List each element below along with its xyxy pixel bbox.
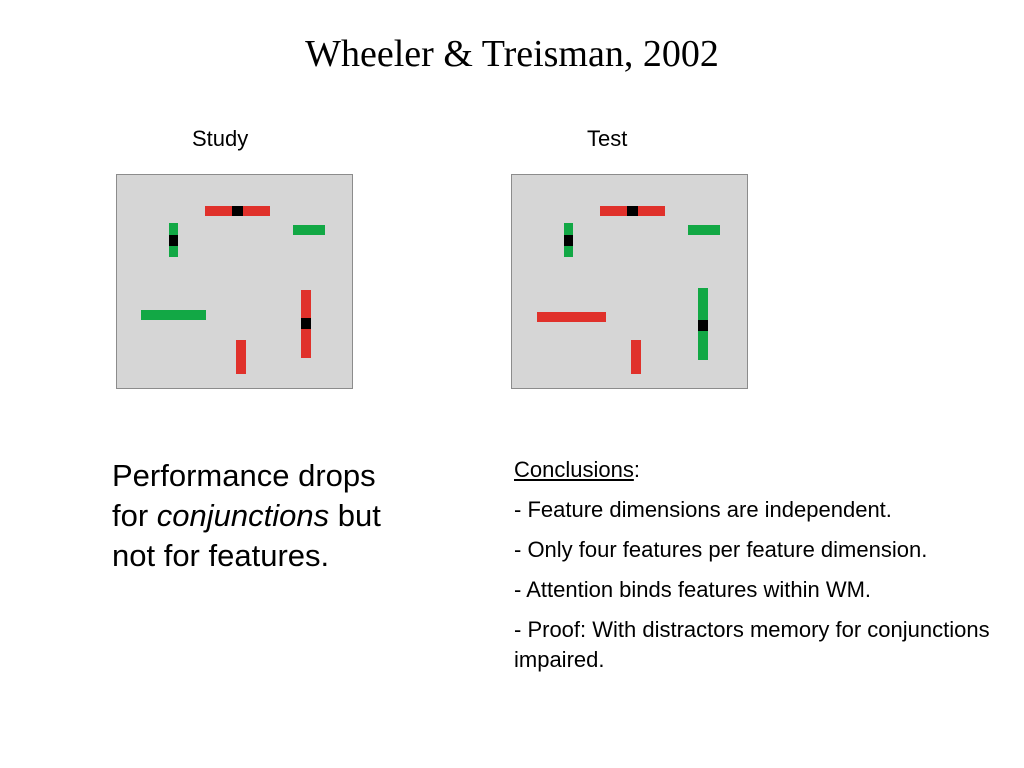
black-junction <box>627 206 638 216</box>
black-junction <box>698 320 708 331</box>
red-horizontal-bar <box>537 312 606 322</box>
performance-line-2-suffix: but <box>329 498 381 533</box>
conclusion-item: - Feature dimensions are independent. <box>514 497 892 522</box>
green-horizontal-bar <box>141 310 206 320</box>
conclusions-heading-text: Conclusions <box>514 457 634 482</box>
study-display <box>116 174 353 389</box>
study-label: Study <box>192 126 249 151</box>
conclusion-item: - Attention binds features within WM. <box>514 577 872 602</box>
slide-title: Wheeler & Treisman, 2002 <box>305 33 719 75</box>
conclusion-item: - Proof: With distractors memory for con… <box>514 617 990 672</box>
green-horizontal-bar <box>293 225 325 235</box>
green-horizontal-bar <box>688 225 720 235</box>
black-junction <box>232 206 243 216</box>
performance-line-1: Performance drops <box>112 458 376 493</box>
red-vertical-bar <box>631 340 641 374</box>
conclusions-heading: Conclusions: <box>514 455 994 485</box>
black-junction <box>301 318 311 329</box>
test-label: Test <box>587 126 628 151</box>
performance-emphasis: conjunctions <box>156 498 330 533</box>
red-vertical-bar <box>236 340 246 374</box>
conclusions-heading-colon: : <box>633 457 640 482</box>
conclusions-block: Conclusions: - Feature dimensions are in… <box>514 455 994 685</box>
conclusion-item: - Only four features per feature dimensi… <box>514 537 928 562</box>
performance-line-3: not for features. <box>112 538 330 573</box>
black-junction <box>169 235 178 246</box>
black-junction <box>564 235 573 246</box>
test-display <box>511 174 748 389</box>
performance-line-2-prefix: for <box>112 498 157 533</box>
performance-statement: Performance drops for conjunctions but n… <box>112 456 442 576</box>
